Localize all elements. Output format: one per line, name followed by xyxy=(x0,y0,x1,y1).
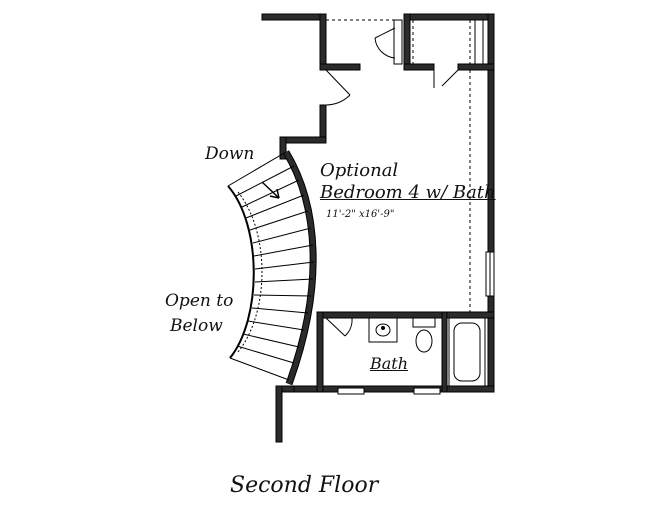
door-entry xyxy=(325,69,351,96)
stair-inner-rail xyxy=(237,191,263,353)
open-label-line1: Open to xyxy=(165,291,234,311)
wall-tub-partition xyxy=(441,311,448,393)
sink xyxy=(375,323,391,337)
stair-arrowhead xyxy=(269,188,280,199)
wall-stair-short xyxy=(279,136,287,160)
floor-title: Second Floor xyxy=(230,473,379,498)
wall-right xyxy=(487,13,495,393)
open-label-line2: Below xyxy=(170,316,223,336)
wall-top-left xyxy=(261,13,327,21)
stair-arrow xyxy=(261,181,280,199)
tub-basin xyxy=(453,322,481,382)
stair-label: Down xyxy=(205,144,255,164)
wall-stub-b xyxy=(275,385,283,443)
walls xyxy=(261,13,495,443)
bath-label: Bath xyxy=(370,354,409,373)
wall-closet-a xyxy=(403,13,411,71)
wall-closet-d xyxy=(457,63,495,71)
wall-closet-c xyxy=(403,63,435,71)
wall-top-right xyxy=(403,13,495,21)
wall-bath-left xyxy=(316,311,324,393)
vanity xyxy=(368,317,398,343)
window-bottom-a xyxy=(337,387,365,395)
closet-rod-b xyxy=(474,19,484,65)
stair-treads xyxy=(227,151,315,381)
room-dimensions: 11'-2" x16'-9" xyxy=(326,209,395,220)
wall-left-upper xyxy=(319,13,327,71)
wall-stair-step xyxy=(279,136,327,144)
toilet-tank xyxy=(412,317,436,328)
closet-shelves xyxy=(326,19,471,312)
room-name-line1: Optional xyxy=(320,160,399,181)
tub xyxy=(448,317,486,387)
stair-outer-rail xyxy=(227,185,255,359)
window-bottom-b xyxy=(413,387,441,395)
toilet-bowl xyxy=(415,329,433,353)
wall-bath-top xyxy=(319,311,495,319)
doors xyxy=(325,27,459,337)
door-closet-swing xyxy=(374,37,396,59)
closet-rod-a xyxy=(393,19,403,65)
door-entry-swing xyxy=(325,94,351,106)
wall-closet-b xyxy=(319,63,361,71)
room-name-line2: Bedroom 4 w/ Bath xyxy=(320,182,496,203)
door-bath-swing xyxy=(344,317,353,337)
bath-fixtures xyxy=(368,317,486,387)
